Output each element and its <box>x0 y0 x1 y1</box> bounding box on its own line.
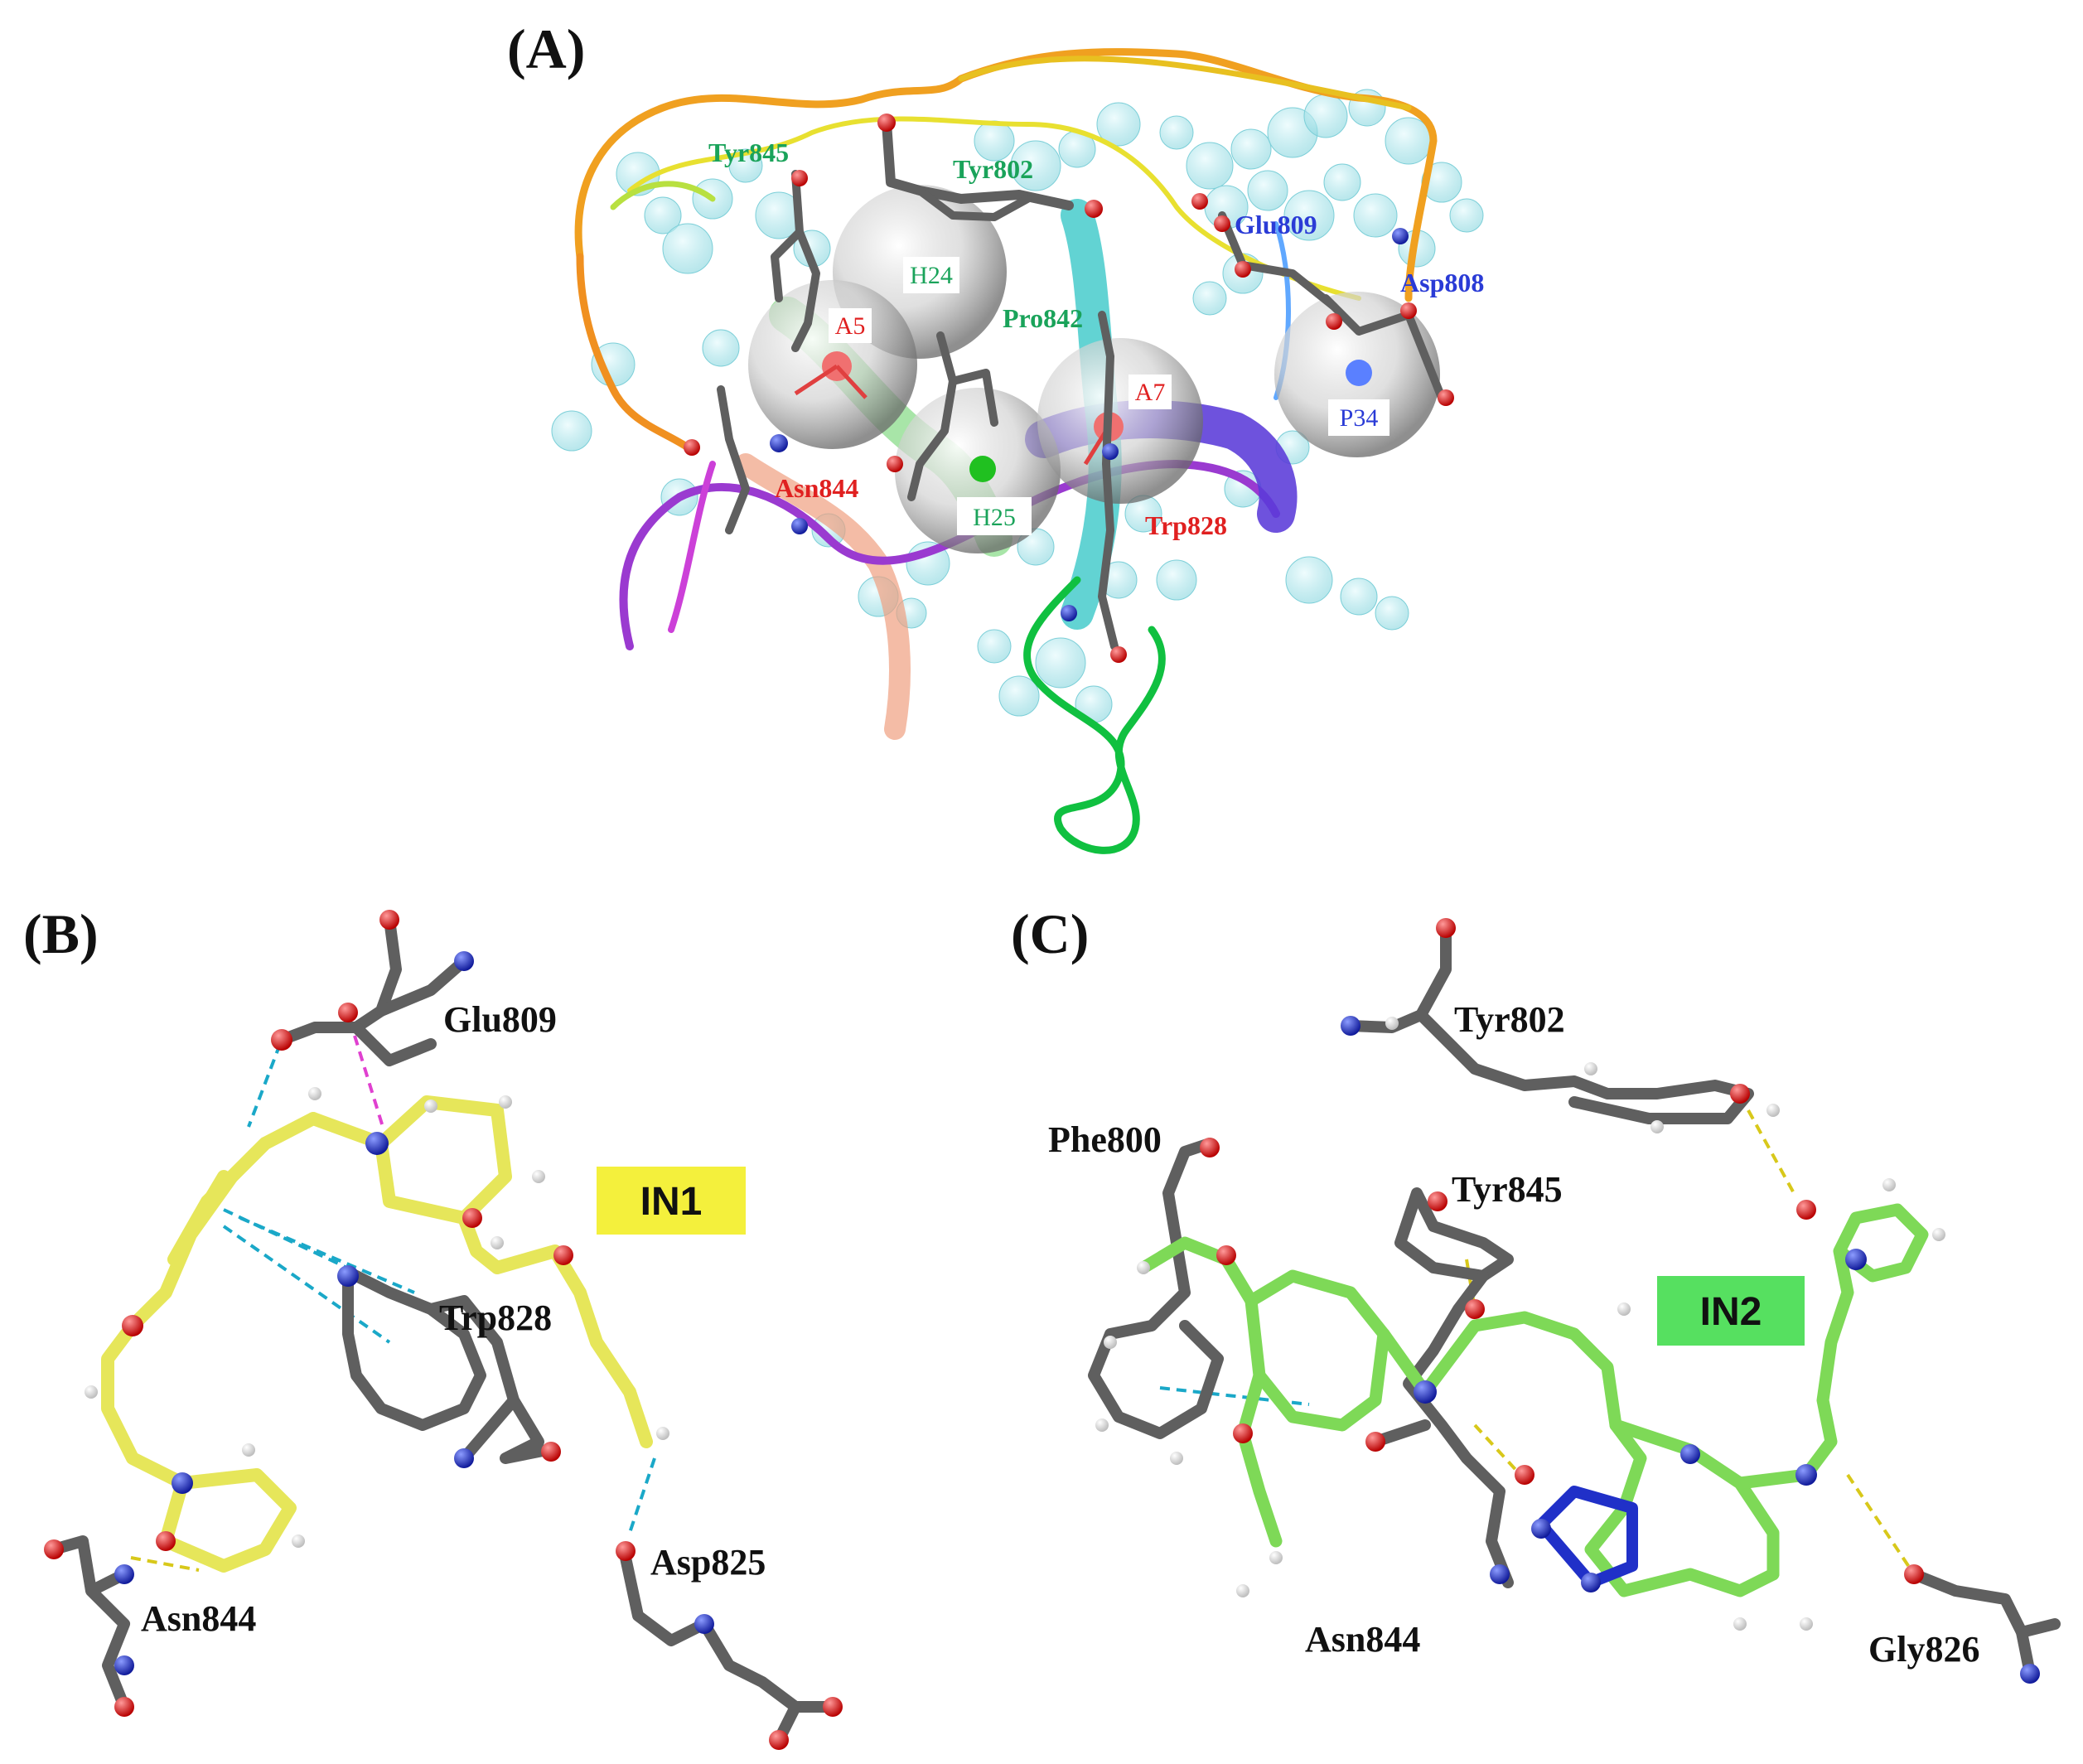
panel-b-residue-sticks <box>48 914 834 1746</box>
excluded-volume-sphere <box>1186 142 1234 190</box>
panel-a-residue-labels: Tyr845 Tyr802 Glu809 Asp808 Pro842 Asn84… <box>708 138 1484 540</box>
panel-a-feature-labels: H24 A5 A7 H25 P34 <box>829 257 1389 535</box>
excluded-volume-sphere <box>1192 281 1227 316</box>
ligand-label-in2: IN2 <box>1700 1290 1762 1334</box>
excluded-volume-sphere <box>644 196 682 234</box>
feature-center-p34 <box>1346 360 1372 386</box>
excluded-volume-sphere <box>1156 559 1197 601</box>
residue-label-asn844-c: Asn844 <box>1305 1619 1420 1660</box>
panel-a: (A) <box>507 17 1484 854</box>
ligand-in2-triazole <box>1535 1486 1638 1588</box>
residue-label-tyr802: Tyr802 <box>953 154 1033 184</box>
excluded-volume-sphere <box>1035 637 1086 689</box>
feature-label-h25: H25 <box>973 504 1016 531</box>
excluded-volume-sphere <box>1010 140 1061 191</box>
panel-b: (B) <box>23 902 843 1750</box>
panel-a-residue-sticks <box>684 114 1454 663</box>
feature-label-a5: A5 <box>835 312 866 340</box>
ligand-label-in1-box <box>597 1167 746 1235</box>
feature-center-h25 <box>969 456 996 482</box>
residue-label-tyr845-c: Tyr845 <box>1452 1169 1563 1210</box>
excluded-volume-sphere <box>1375 596 1409 631</box>
excluded-volume-sphere <box>1285 556 1333 604</box>
excluded-volume-sphere <box>728 148 763 183</box>
excluded-volume-sphere <box>998 675 1040 717</box>
excluded-volume-sphere <box>662 223 713 274</box>
panel-b-atoms <box>44 910 843 1750</box>
excluded-volume-sphere <box>1421 162 1462 203</box>
feature-label-h24: H24 <box>910 262 953 289</box>
excluded-volume-sphere <box>1283 190 1335 241</box>
excluded-volume-sphere <box>1449 198 1484 233</box>
excluded-volume-sphere <box>1303 94 1348 138</box>
acceptor-arrow-a5 <box>794 364 868 399</box>
feature-label-a7: A7 <box>1135 379 1166 406</box>
excluded-volume-sphere <box>1247 170 1288 211</box>
residue-label-trp828-b: Trp828 <box>439 1298 552 1338</box>
residue-label-tyr845: Tyr845 <box>708 138 789 167</box>
residue-label-glu809: Glu809 <box>1235 210 1317 239</box>
ligand-in1-structure <box>101 1095 653 1573</box>
ligand-in2-structure <box>1137 1203 1929 1597</box>
residue-label-trp828: Trp828 <box>1145 510 1227 540</box>
residue-label-phe800-c: Phe800 <box>1048 1119 1162 1160</box>
panel-a-letter: (A) <box>507 17 585 80</box>
panel-b-interactions <box>130 1035 656 1572</box>
excluded-volume-sphere <box>977 629 1012 664</box>
excluded-volume-sphere <box>1096 102 1141 147</box>
ligand-label-in1: IN1 <box>640 1180 703 1224</box>
residue-label-pro842: Pro842 <box>1003 303 1083 333</box>
residue-label-asn844-b: Asn844 <box>141 1598 256 1639</box>
residue-label-asp825-b: Asp825 <box>650 1542 766 1583</box>
residue-label-asn844: Asn844 <box>775 473 858 503</box>
residue-label-tyr802-c: Tyr802 <box>1454 999 1565 1040</box>
excluded-volume-sphere <box>1353 193 1398 238</box>
excluded-volume-sphere <box>1323 163 1361 201</box>
pharmacophore-features <box>748 185 1440 553</box>
feature-label-p34: P34 <box>1340 404 1379 432</box>
excluded-volume-sphere <box>702 329 740 367</box>
panel-c: (C) <box>1011 902 2061 1684</box>
panel-c-atoms <box>1095 918 2040 1684</box>
panel-c-letter: (C) <box>1011 902 1089 965</box>
panel-b-letter: (B) <box>23 902 99 965</box>
ligand-label-in2-box <box>1657 1276 1805 1346</box>
excluded-volume-sphere <box>551 410 592 452</box>
excluded-volume-sphere <box>1230 128 1272 170</box>
excluded-volume-sphere <box>1159 115 1194 150</box>
excluded-volume-sphere <box>1340 578 1378 616</box>
residue-label-gly826-c: Gly826 <box>1868 1629 1979 1670</box>
residue-label-glu809-b: Glu809 <box>443 999 557 1040</box>
residue-label-asp808: Asp808 <box>1400 268 1484 297</box>
